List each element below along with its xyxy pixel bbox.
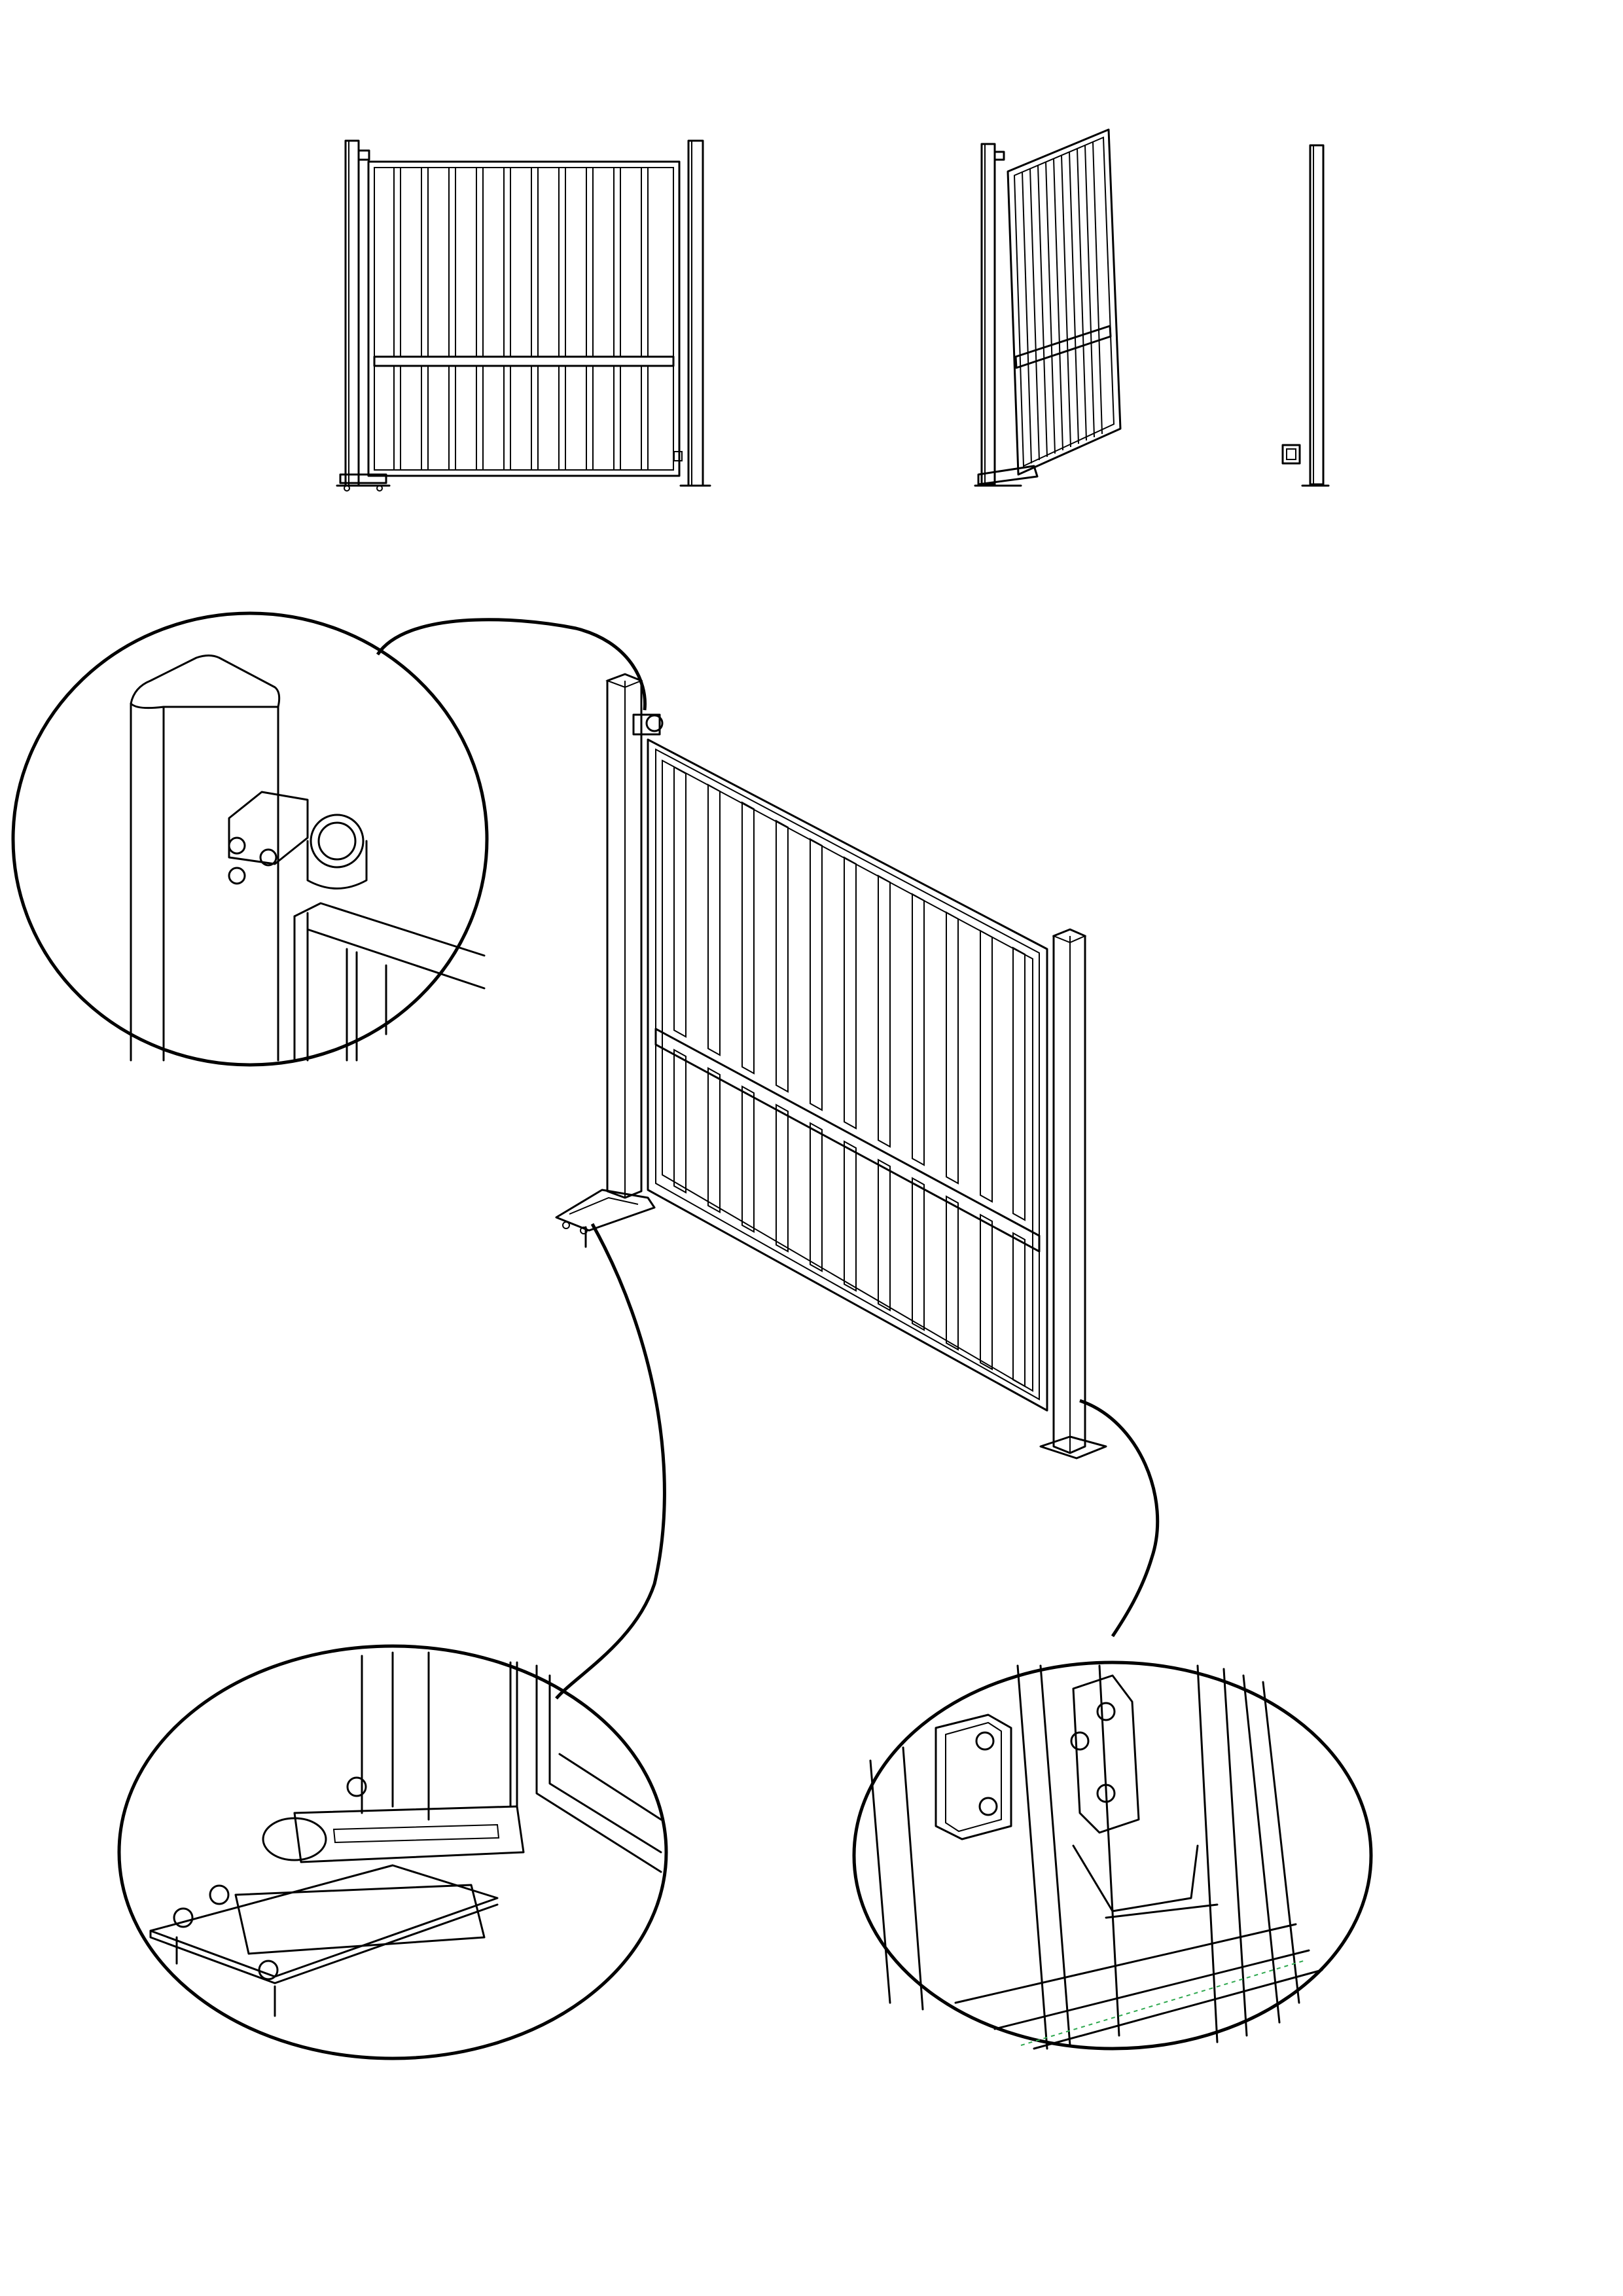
gate-open-view	[974, 128, 1122, 487]
gate-stop-detail	[852, 1660, 1373, 2051]
detail-leader-lines	[376, 618, 1160, 1700]
post-side-view	[1281, 144, 1330, 487]
top-hinge-detail	[11, 611, 489, 1067]
gate-isometric-view	[555, 673, 1107, 1460]
gate-front-view	[336, 139, 711, 492]
bottom-pivot-detail	[117, 1644, 668, 2060]
